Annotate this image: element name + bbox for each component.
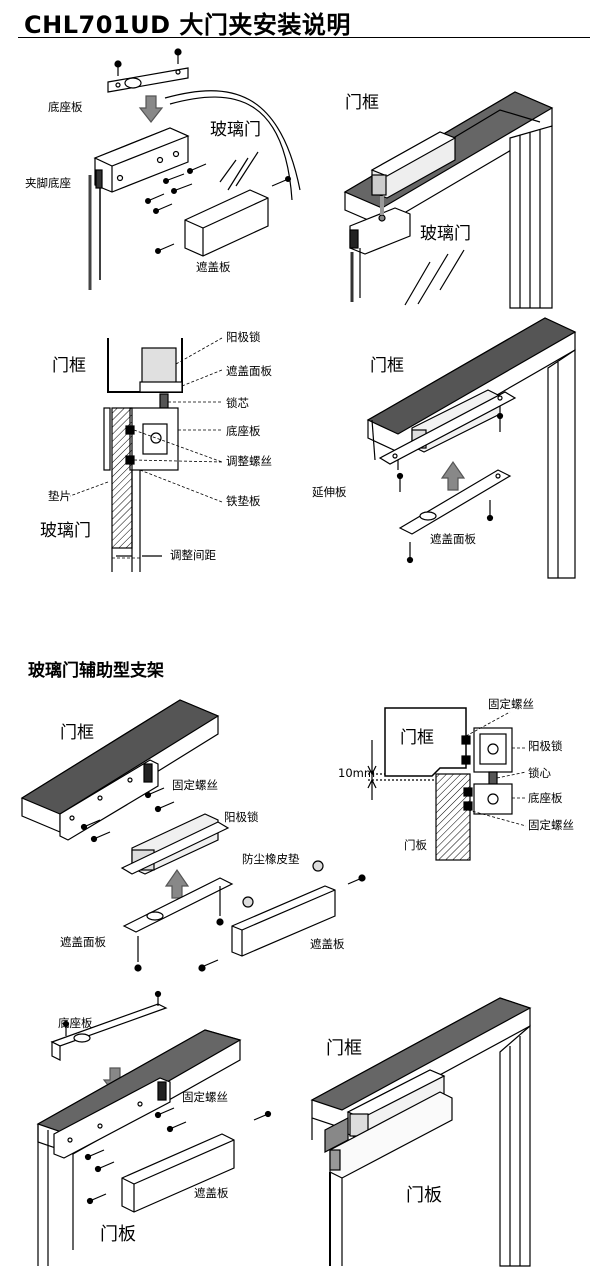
label-base-plate-6: 底座板 [528,791,563,805]
label-lock-core-6: 锁心 [528,766,551,780]
page-title: CHL701UD 大门夹安装说明 [24,11,351,39]
label-lock-core: 锁芯 [226,396,249,410]
label-door-frame-5: 门框 [60,723,94,743]
figure-clamp-install [88,48,301,290]
figure-cross-section [69,337,223,572]
label-adjust-screw: 调整螺丝 [226,454,272,468]
label-gap-dim: 10mm [338,766,376,780]
label-iron-shim: 铁垫板 [226,494,261,508]
frame-block [384,707,467,777]
label-door-frame: 门框 [345,93,379,113]
male-lock-block [141,347,177,387]
label-glass-door: 玻璃门 [210,120,261,140]
label-door-panel-6: 门板 [404,838,427,852]
label-extension-plate: 延伸板 [312,485,347,499]
door-panel-section [435,773,471,861]
figure-extension-install [366,317,577,579]
page-header: CHL701UD 大门夹安装说明 [0,0,600,40]
label-foot-clamp-base: 夹脚底座 [25,176,71,190]
label-cover-face-plate-5: 遮盖面板 [60,935,106,949]
label-dust-rubber-pad: 防尘橡皮垫 [242,852,300,866]
label-shim: 垫片 [48,489,71,503]
label-male-lock-5: 阳极锁 [224,810,259,824]
label-cover-plate-5: 遮盖板 [310,937,345,951]
label-fixing-screw-5: 固定螺丝 [172,778,218,792]
label-cover-face-plate-4: 遮盖面板 [430,532,476,546]
cover-plate-shape-5 [231,885,336,957]
section-title-aux-bracket: 玻璃门辅助型支架 [28,661,164,681]
label-fixing-screw-top: 固定螺丝 [488,697,534,711]
figure-aux-installed [310,997,532,1267]
label-door-frame-4: 门框 [370,356,404,376]
label-fixing-screw-bottom: 固定螺丝 [528,818,574,832]
label-male-lock: 阳极锁 [226,330,261,344]
cover-plate-shape [184,189,269,257]
label-door-panel-7: 门板 [100,1224,136,1245]
figure-clamp-installed [343,91,554,309]
figure-aux-section [367,707,527,861]
label-cover-plate: 遮盖板 [196,260,231,274]
label-base-plate-3: 底座板 [226,424,261,438]
label-door-frame-6: 门框 [400,728,434,748]
label-glass-door-2: 玻璃门 [420,224,471,244]
label-base-plate-7: 底座板 [58,1016,93,1030]
title-divider [18,37,590,38]
figure-aux-frame-install [20,699,366,972]
glass-door-edge [164,90,301,191]
cover-plate-shape-7 [121,1133,235,1213]
label-male-lock-6: 阳极锁 [528,739,563,753]
extension-plate-shape [378,391,517,465]
label-glass-door-3: 玻璃门 [40,521,91,541]
label-door-frame-8: 门框 [326,1038,362,1059]
label-fixing-screw-7: 固定螺丝 [182,1090,228,1104]
label-door-panel-8: 门板 [406,1185,442,1206]
label-adjust-gap: 调整间距 [170,548,216,562]
label-cover-plate-7: 遮盖板 [194,1186,229,1200]
figure-door-base-install [36,990,272,1266]
label-cover-face-plate: 遮盖面板 [226,364,272,378]
label-base-plate: 底座板 [48,100,83,114]
label-door-frame-3: 门框 [52,356,86,376]
